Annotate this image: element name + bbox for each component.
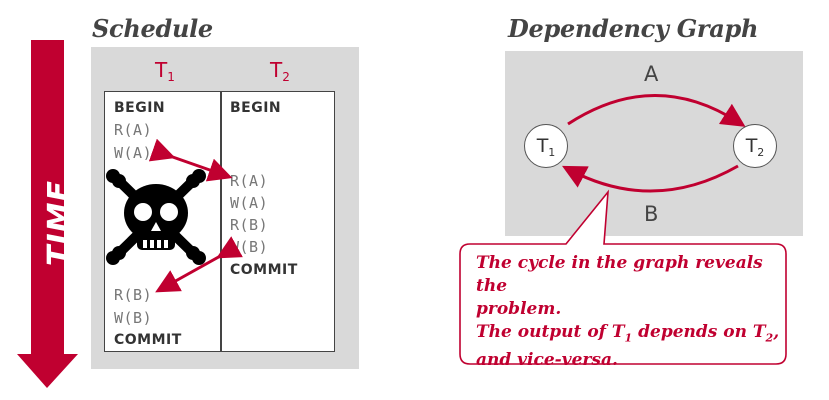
callout-line-4: and vice-versa.	[476, 350, 618, 371]
conflict-arrow-b	[155, 236, 243, 293]
column-divider	[220, 91, 222, 352]
callout-line-2: problem.	[476, 299, 562, 319]
t1-op-commit: COMMIT	[114, 332, 182, 348]
callout-text: The cycle in the graph reveals the probl…	[476, 252, 786, 372]
t1-op-read-b: R(B)	[114, 286, 153, 304]
graph-edge-b	[562, 164, 739, 193]
t2-op-write-a: W(A)	[230, 194, 269, 212]
graph-node-t1: T1	[524, 124, 568, 168]
callout-line-1: The cycle in the graph reveals the	[476, 253, 763, 296]
time-arrow	[17, 40, 78, 388]
t2-op-begin: BEGIN	[230, 100, 282, 116]
callout-bubble	[459, 189, 787, 365]
t1-op-read-a: R(A)	[114, 121, 153, 139]
t1-op-write-a: W(A)	[114, 144, 153, 162]
t2-op-read-b: R(B)	[230, 216, 269, 234]
schedule-title: Schedule	[92, 14, 213, 43]
t2-op-read-a: R(A)	[230, 172, 269, 190]
dependency-graph-title: Dependency Graph	[508, 14, 759, 43]
callout-line-3: The output of T1 depends on T2,	[476, 322, 780, 345]
edge-label-b: B	[644, 202, 659, 226]
t1-op-write-b: W(B)	[114, 309, 153, 327]
t1-header: T1	[155, 58, 175, 84]
t2-header: T2	[270, 58, 290, 84]
t1-op-begin: BEGIN	[114, 100, 166, 116]
conflict-arrow-a	[148, 138, 233, 182]
edge-label-a: A	[644, 62, 659, 86]
graph-node-t2: T2	[733, 124, 777, 168]
graph-edge-a	[567, 94, 746, 127]
skull-icon	[106, 169, 206, 265]
t2-op-commit: COMMIT	[230, 262, 298, 278]
